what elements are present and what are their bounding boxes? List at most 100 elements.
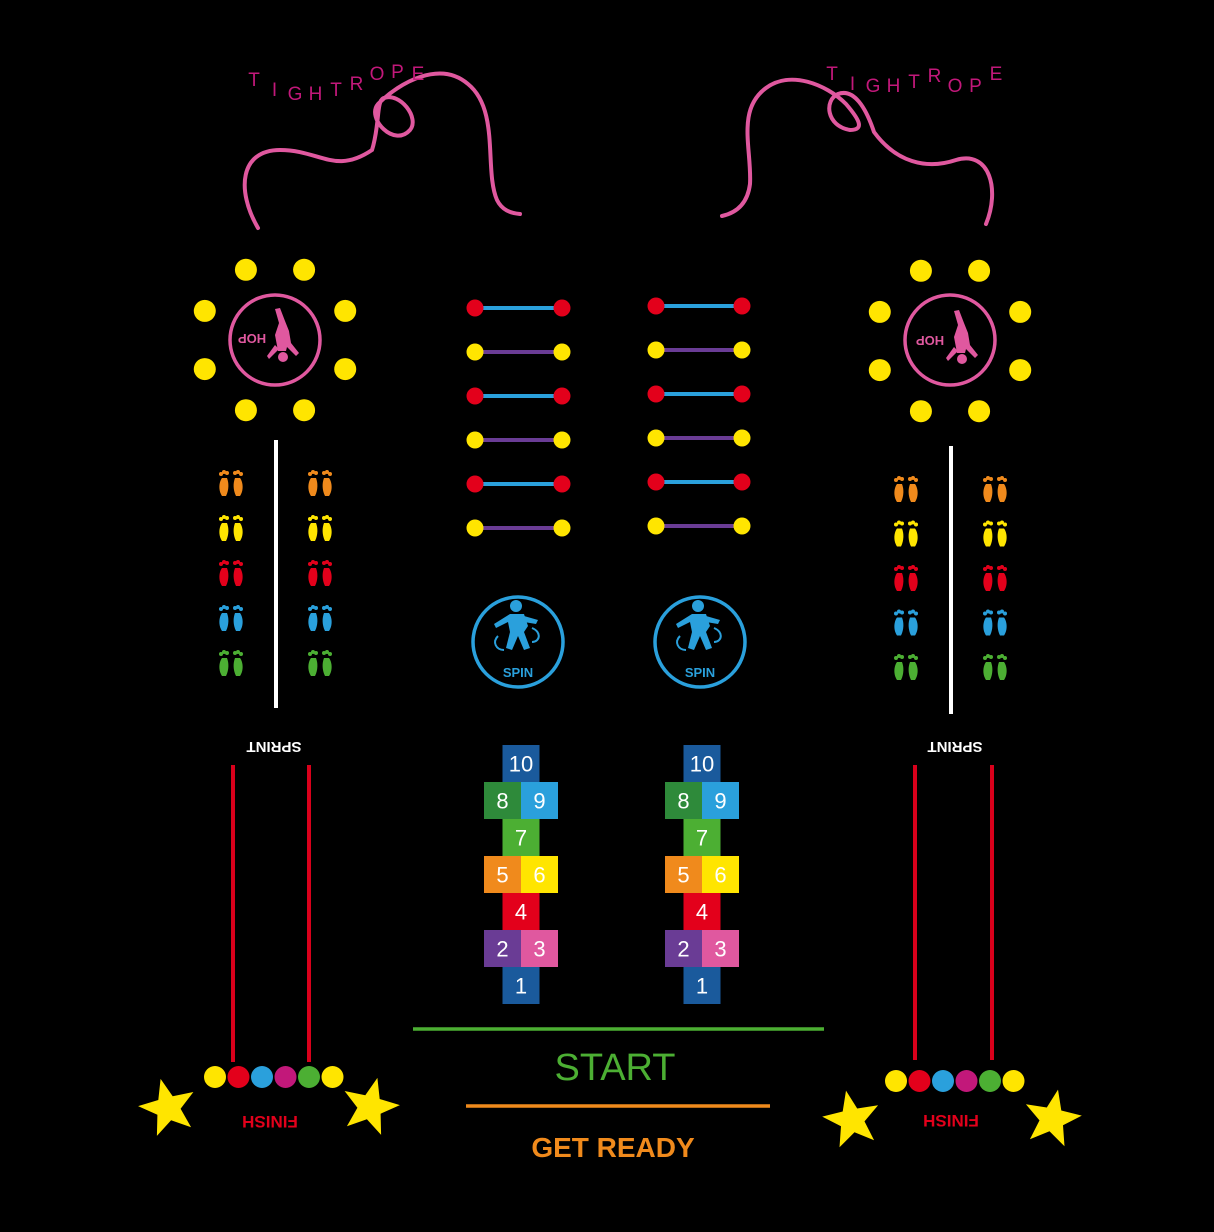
start-label: START xyxy=(554,1047,675,1089)
footprint-icon xyxy=(997,609,1007,636)
hop-dot xyxy=(293,399,316,422)
hopping-person-icon xyxy=(267,308,299,362)
footprint-icon xyxy=(219,605,229,631)
finish-dot xyxy=(979,1070,1001,1092)
hop-dot xyxy=(193,358,216,381)
hopscotch-number: 9 xyxy=(533,789,545,814)
ladder-rung-end xyxy=(733,341,751,359)
spinning-person-icon xyxy=(494,600,540,651)
tightrope-letter: I xyxy=(272,80,277,101)
tightrope-letter: T xyxy=(248,70,260,91)
footprint-icon xyxy=(233,560,243,586)
hopscotch-square: 10 xyxy=(683,745,721,782)
hop-label-right: HOP xyxy=(916,333,945,348)
footprint-icon xyxy=(322,605,332,631)
get-ready-label: GET READY xyxy=(531,1132,695,1163)
hop-dot xyxy=(968,259,991,282)
footprint-icon xyxy=(219,515,229,541)
hopscotch-number: 2 xyxy=(496,937,508,962)
hop-ring-right xyxy=(903,293,997,387)
hopscotch-square: 4 xyxy=(683,893,721,930)
footprint-icon xyxy=(894,565,904,591)
hopscotch-number: 7 xyxy=(696,826,708,851)
tightrope-letter: O xyxy=(948,76,963,97)
finish-dots-right xyxy=(885,1070,1025,1092)
hop-dot xyxy=(293,258,316,281)
spin-station-right: SPIN xyxy=(653,595,747,689)
tightrope-letter: E xyxy=(990,64,1003,85)
finish-dot xyxy=(885,1070,907,1092)
finish-dot xyxy=(908,1070,931,1092)
hop-dot xyxy=(868,300,891,323)
footprint-icon xyxy=(894,609,904,636)
footprint-icon xyxy=(908,654,918,680)
footprint-icon xyxy=(322,560,332,586)
footprint-icon xyxy=(233,515,243,541)
spin-label-right: SPIN xyxy=(685,665,715,680)
footprint-icon xyxy=(219,470,229,496)
finish-dot xyxy=(298,1066,320,1088)
hopscotch-number: 5 xyxy=(677,863,689,888)
hop-dot xyxy=(334,358,357,381)
ladder-rung-end xyxy=(466,343,484,361)
hop-dot xyxy=(234,399,257,422)
ladder-right xyxy=(647,297,751,535)
tightrope-left-rope xyxy=(242,71,522,230)
hop-dot xyxy=(1009,359,1032,382)
hopscotch-square: 7 xyxy=(683,819,721,856)
hopscotch-number: 10 xyxy=(509,752,533,777)
finish-dot xyxy=(932,1070,954,1092)
ladder-rung-end xyxy=(647,473,665,491)
hopscotch-number: 8 xyxy=(496,789,508,814)
tightrope-letter: P xyxy=(391,62,404,83)
footprint-icon xyxy=(908,609,918,636)
hopscotch-number: 5 xyxy=(496,863,508,888)
footprint-icon xyxy=(322,515,332,541)
spin-ring-left xyxy=(471,595,565,689)
footprint-icon xyxy=(908,565,918,591)
hopscotch-square: 2 xyxy=(484,930,521,967)
finish-dot xyxy=(274,1066,297,1088)
footprint-icon xyxy=(983,476,993,502)
hopscotch-square: 3 xyxy=(521,930,558,967)
hop-dots-left xyxy=(193,258,357,422)
hopscotch-number: 8 xyxy=(677,789,689,814)
footprint-icon xyxy=(894,476,904,502)
hop-dot xyxy=(234,258,257,281)
footprint-icon xyxy=(233,470,243,496)
footprint-icon xyxy=(322,650,332,676)
finish-dots-left xyxy=(204,1066,344,1088)
star-icon xyxy=(1025,1089,1082,1147)
tightrope-letter: T xyxy=(826,64,838,85)
hop-dot xyxy=(909,400,932,423)
tightrope-letter: T xyxy=(908,72,920,93)
footprint-icon xyxy=(894,654,904,680)
tightrope-letter: H xyxy=(309,84,323,105)
hopscotch-square: 2 xyxy=(665,930,702,967)
footprint-icon xyxy=(894,520,904,547)
hopscotch-square: 8 xyxy=(484,782,521,819)
finish-dot xyxy=(227,1066,250,1088)
hopscotch-square: 8 xyxy=(665,782,702,819)
spinning-person-icon xyxy=(676,600,722,651)
ladder-rung-end xyxy=(733,517,751,535)
footprint-icon xyxy=(308,515,318,541)
hop-dot xyxy=(909,259,932,282)
tightrope-letter: R xyxy=(350,74,364,95)
ladder-rung-end xyxy=(553,475,571,493)
hopscotch-square: 7 xyxy=(502,819,540,856)
tightrope-letter: H xyxy=(887,76,901,97)
hop-dot xyxy=(334,299,357,322)
finish-dot xyxy=(321,1066,344,1088)
hop-dots-right xyxy=(868,259,1032,423)
ladder-rung-end xyxy=(733,385,751,403)
hopscotch-square: 10 xyxy=(502,745,540,782)
hop-label-left: HOP xyxy=(238,331,267,346)
footprint-icon xyxy=(219,650,229,676)
ladder-rung-end xyxy=(466,519,484,537)
ladder-left xyxy=(466,299,571,537)
hopscotch-square: 4 xyxy=(502,893,540,930)
spin-station-left: SPIN xyxy=(471,595,565,689)
